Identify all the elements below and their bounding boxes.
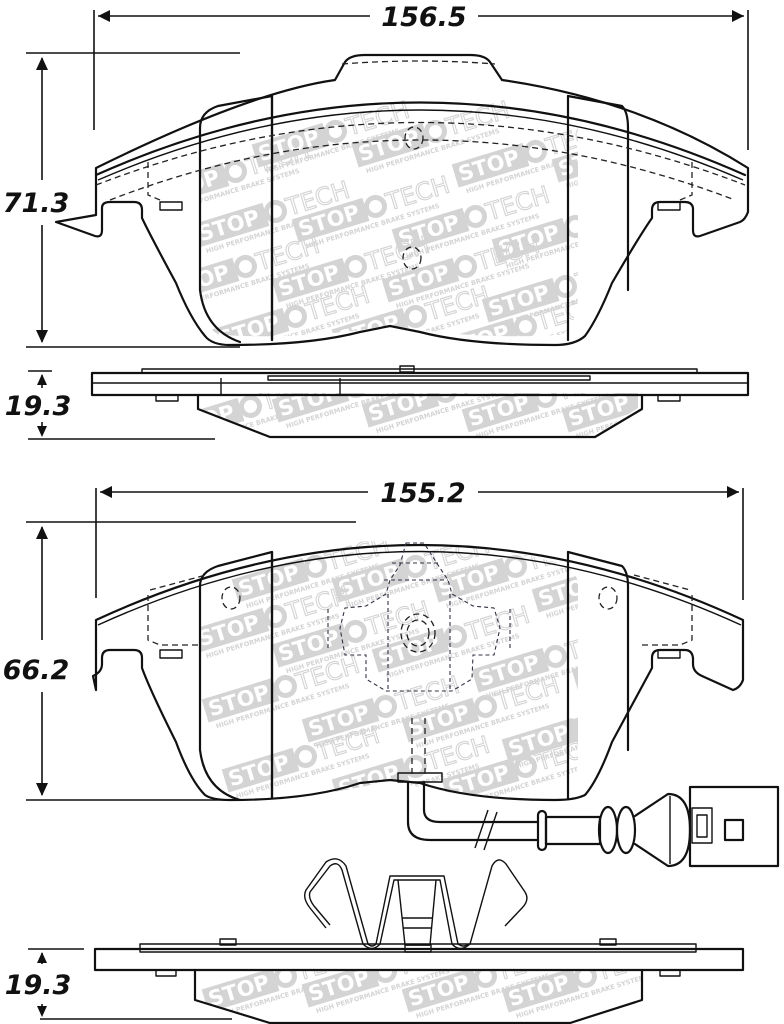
top-pad-edge-view: 19.3 xyxy=(5,365,750,440)
sensor-mount xyxy=(397,772,443,783)
hidden-hole-lower xyxy=(402,246,422,270)
spring-clip xyxy=(303,858,528,953)
backing-plate-edge xyxy=(90,371,750,397)
tab-right xyxy=(657,649,681,659)
wear-sensor xyxy=(406,780,780,868)
connector-latch xyxy=(723,818,745,842)
hidden-hole-right xyxy=(598,586,618,610)
height-dimension-label: 71.3 xyxy=(3,188,70,219)
sensor-connector xyxy=(688,785,780,868)
tab-right xyxy=(657,201,681,211)
thickness-dimension-label: 19.3 xyxy=(5,970,72,1001)
backing-plate-outline xyxy=(54,53,750,347)
hidden-hole-upper xyxy=(404,126,424,150)
sensor-grommet xyxy=(536,809,548,852)
height-dimension-label: 66.2 xyxy=(3,655,70,686)
hidden-piston-outline xyxy=(339,542,501,692)
dimension-width-top: 156.5 xyxy=(93,2,749,150)
tab-left xyxy=(159,649,183,659)
dimension-height-bottom: 66.2 xyxy=(3,521,356,801)
bottom-pad-edge-view: 19.3 xyxy=(5,858,745,1024)
width-dimension-label: 156.5 xyxy=(381,2,466,33)
friction-material-edge xyxy=(196,393,644,439)
thickness-dimension-label: 19.3 xyxy=(5,391,72,422)
dimension-thickness-top: 19.3 xyxy=(5,370,215,440)
friction-material-edge xyxy=(193,968,644,1024)
watermark-group xyxy=(151,96,745,372)
top-pad-face-view: 156.5 71.3 xyxy=(3,2,750,372)
sensor-boot-ridge-1 xyxy=(597,805,619,855)
tab-left xyxy=(159,201,183,211)
hidden-hole-left xyxy=(221,586,241,610)
bottom-pad-face-view: 155.2 66.2 xyxy=(3,478,780,868)
dimension-height-top: 71.3 xyxy=(3,52,240,348)
dimension-width-bottom: 155.2 xyxy=(95,478,744,600)
width-dimension-label: 155.2 xyxy=(380,478,465,509)
dimension-thickness-bottom: 19.3 xyxy=(5,948,232,1020)
sensor-boot-ridge-2 xyxy=(615,805,637,855)
backing-plate-outline xyxy=(91,544,745,802)
backing-plate-edge xyxy=(93,947,745,972)
hidden-center-hole-outer xyxy=(400,613,436,653)
friction-pad-outline xyxy=(198,94,630,342)
upper-arc xyxy=(94,101,747,177)
